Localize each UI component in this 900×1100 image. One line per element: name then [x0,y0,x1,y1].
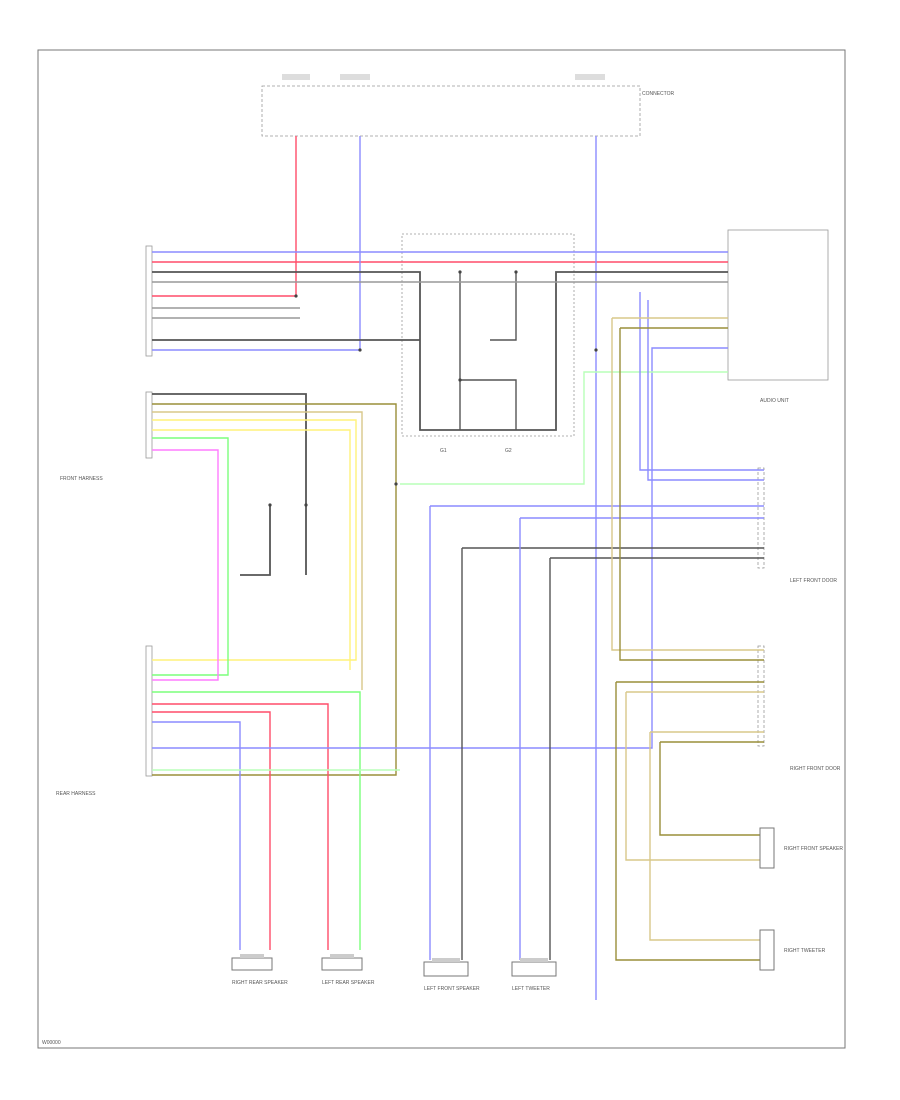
rf-speaker-label: RIGHT FRONT SPEAKER [784,846,843,852]
audio-unit: AUDIO UNIT [727,229,829,404]
diagram-frame [37,49,846,1049]
fuse-box: CONNECTOR [261,74,675,137]
right-rear-speaker: RIGHT REAR SPEAKER [231,954,288,986]
lf-speaker-label: LEFT FRONT SPEAKER [424,986,480,992]
front-harness-label: FRONT HARNESS [60,476,103,482]
left-front-door-connector: LEFT FRONT DOOR [757,467,837,584]
right-tweeter: RIGHT TWEETER [759,929,826,971]
diagram-code: W00000 [42,1040,61,1046]
left-front-speaker: LEFT FRONT SPEAKER [423,958,480,992]
mid-left-connector [145,391,153,459]
rf-door-label: RIGHT FRONT DOOR [790,766,841,772]
splice-points [268,270,598,507]
rear-harness-connector: REAR HARNESS [56,645,153,797]
left-tweeter: LEFT TWEETER [511,958,557,992]
lr-speaker-label: LEFT REAR SPEAKER [322,980,375,986]
lf-tweeter-label: LEFT TWEETER [512,986,550,992]
wires [152,136,764,1000]
svg-text:G2: G2 [505,448,512,454]
front-harness-connector: FRONT HARNESS [60,245,153,482]
fuse-box-label: CONNECTOR [642,91,675,97]
rf-tweeter-label: RIGHT TWEETER [784,948,826,954]
lf-door-label: LEFT FRONT DOOR [790,578,837,584]
audio-unit-label: AUDIO UNIT [760,398,789,404]
svg-text:G1: G1 [440,448,447,454]
rear-harness-label: REAR HARNESS [56,791,96,797]
left-rear-speaker: LEFT REAR SPEAKER [321,954,375,986]
right-front-speaker: RIGHT FRONT SPEAKER [759,827,843,869]
ground-junction: G1 G2 [401,233,575,454]
right-front-door-connector: RIGHT FRONT DOOR [757,645,841,772]
rr-speaker-label: RIGHT REAR SPEAKER [232,980,288,986]
